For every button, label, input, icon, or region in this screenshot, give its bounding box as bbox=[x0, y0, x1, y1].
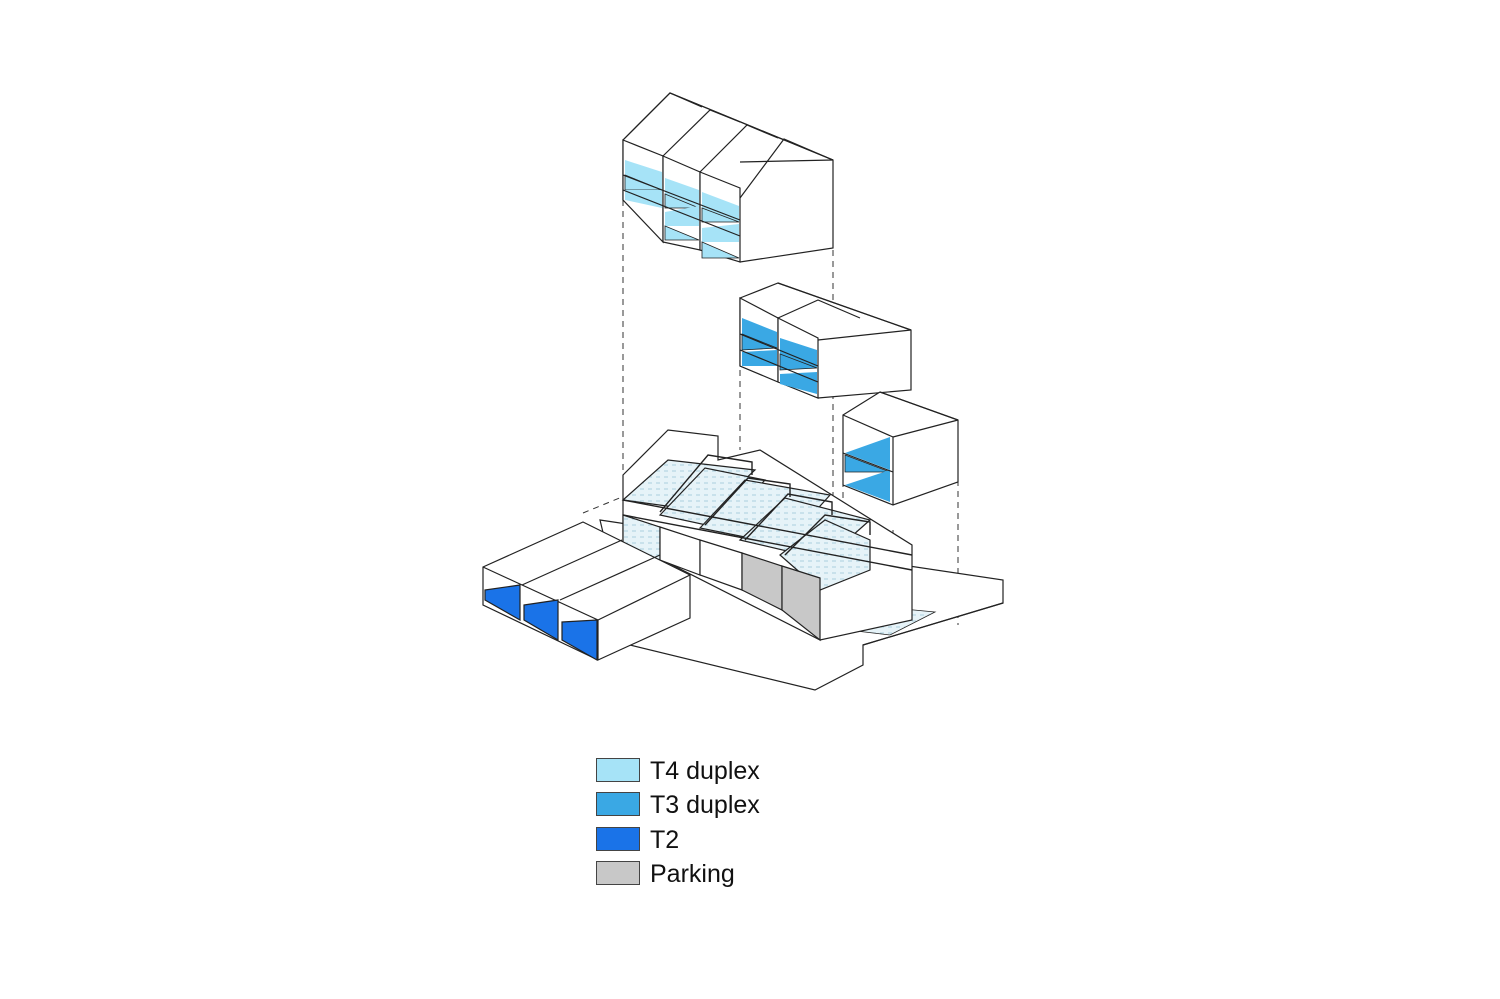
legend-swatch-parking bbox=[596, 861, 640, 885]
t4-house-3 bbox=[699, 171, 741, 263]
legend-swatch-t4-duplex bbox=[596, 758, 640, 782]
legend-item-t2: T2 bbox=[596, 826, 856, 854]
t2-unit-1 bbox=[484, 584, 521, 622]
t2-unit-2 bbox=[523, 599, 559, 642]
legend-item-parking: Parking bbox=[596, 860, 856, 888]
ground-level bbox=[599, 429, 1004, 691]
frames bbox=[622, 454, 913, 571]
t4-duplex-block bbox=[622, 92, 834, 263]
legend-label-parking: Parking bbox=[650, 860, 735, 888]
legend-label-t3-duplex: T3 duplex bbox=[650, 791, 760, 819]
t4-house-1 bbox=[622, 139, 664, 244]
t3-duplex-block bbox=[739, 282, 912, 399]
legend-label-t4-duplex: T4 duplex bbox=[650, 757, 760, 785]
t3-single-house bbox=[842, 391, 959, 506]
legend-swatch-t3-duplex bbox=[596, 792, 640, 816]
t2-block bbox=[482, 521, 691, 662]
legend-label-t2: T2 bbox=[650, 826, 680, 854]
legend-item-t4-duplex: T4 duplex bbox=[596, 757, 856, 785]
ground-bays bbox=[622, 514, 821, 642]
legend-swatch-t2 bbox=[596, 827, 640, 851]
parking-bay-2 bbox=[781, 565, 821, 642]
legend-item-t3-duplex: T3 duplex bbox=[596, 791, 856, 819]
t2-unit-3 bbox=[561, 619, 598, 662]
